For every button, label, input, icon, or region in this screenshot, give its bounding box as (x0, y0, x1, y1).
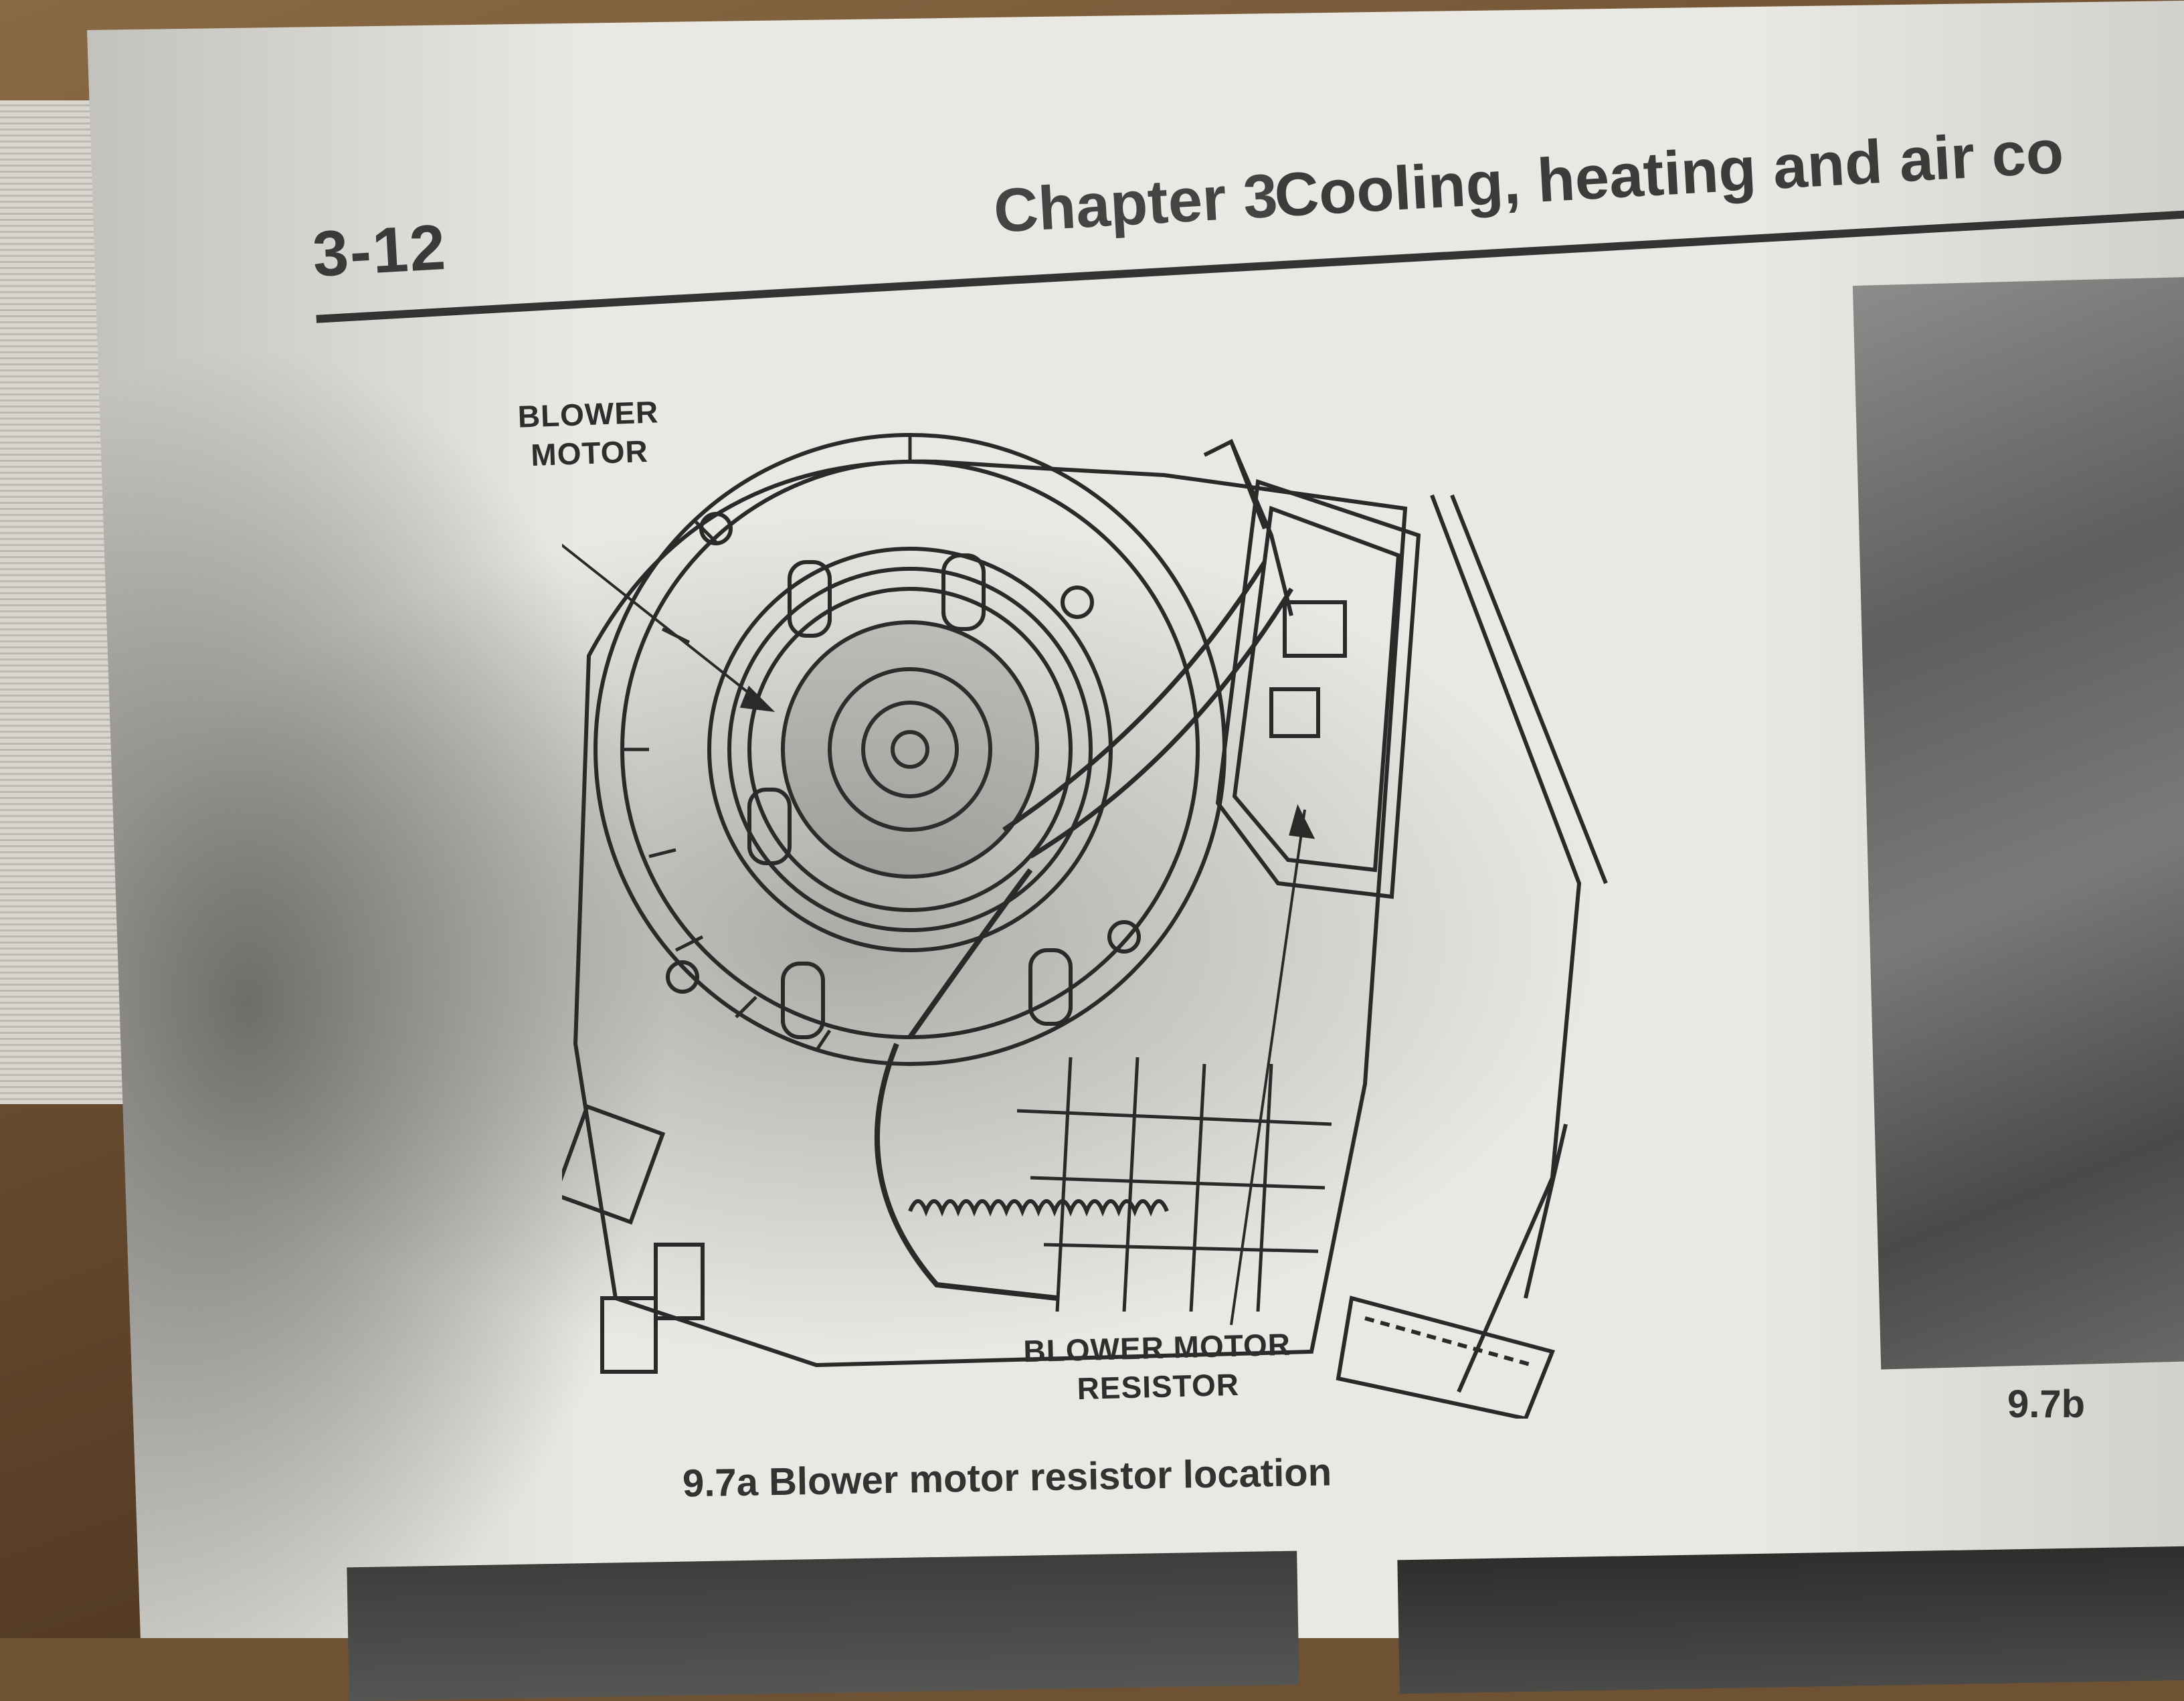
blower-motor-drawing (480, 433, 1608, 1421)
blower-motor-illustration (480, 375, 1633, 1421)
callout-blower-motor-resistor: BLOWER MOTOR RESISTOR (1022, 1326, 1291, 1407)
figure-caption-9-7b: 9.7b (2007, 1382, 2086, 1426)
photo-9-7b (1852, 276, 2184, 1370)
photo-bottom-right (1397, 1544, 2184, 1694)
photo-bottom-left (347, 1550, 1299, 1701)
chapter-title: Cooling, heating and air co (1272, 117, 2066, 230)
callout-blower-motor: BLOWER MOTOR (517, 394, 660, 473)
page-number: 3-12 (310, 211, 449, 290)
chapter-label: Chapter 3 (992, 161, 1279, 246)
